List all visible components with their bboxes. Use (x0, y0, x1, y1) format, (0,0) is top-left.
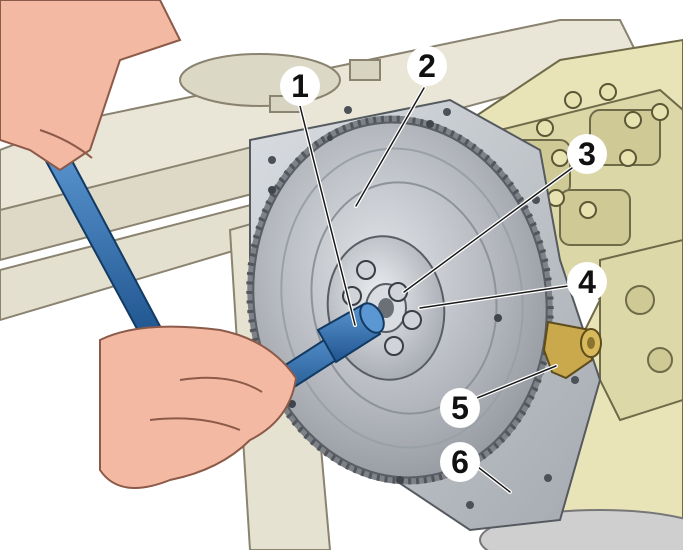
gear-tooth (349, 121, 355, 130)
gear-tooth (316, 443, 323, 452)
gear-tooth (419, 118, 424, 127)
gear-tooth (261, 208, 270, 215)
gear-tooth (357, 119, 362, 128)
gear-tooth (480, 452, 487, 460)
gear-tooth (278, 176, 286, 184)
gear-tooth (509, 423, 517, 431)
upper-hand (0, 0, 182, 172)
gear-tooth (534, 377, 542, 384)
gear-tooth (249, 328, 258, 333)
gear-tooth (463, 138, 470, 147)
gear-tooth (255, 225, 263, 231)
gear-tooth (286, 411, 294, 419)
gear-tooth (527, 393, 535, 400)
gear-tooth (323, 449, 330, 457)
gear-tooth (523, 401, 531, 409)
gear-tooth (248, 252, 257, 258)
gear-tooth (498, 435, 506, 443)
gear-tooth (529, 221, 537, 228)
gear-tooth (364, 117, 370, 126)
gear-tooth (345, 462, 351, 470)
gear-tooth (320, 135, 327, 144)
gear-tooth (384, 475, 388, 483)
gear-tooth (246, 281, 254, 285)
gear-tooth (492, 441, 500, 449)
gear-tooth (514, 416, 522, 424)
gear-tooth (489, 160, 497, 168)
lower-hand (99, 325, 298, 489)
callout-5: 5 (440, 388, 480, 428)
gear-tooth (525, 213, 533, 220)
gear-tooth (392, 476, 396, 484)
gear-tooth (273, 184, 282, 191)
gear-tooth (265, 200, 273, 207)
gear-tooth (501, 174, 509, 182)
callout-3: 3 (567, 134, 607, 174)
gear-tooth (477, 148, 484, 157)
gear-tooth (372, 116, 377, 124)
gear-tooth (538, 248, 547, 254)
gear-tooth (483, 154, 491, 162)
gear-tooth (291, 418, 299, 426)
gear-tooth (521, 204, 529, 211)
gear-tooth (341, 124, 348, 133)
gear-tooth (449, 130, 455, 138)
gear-tooth (368, 471, 373, 480)
gear-tooth (544, 277, 552, 282)
gear-tooth (511, 188, 520, 196)
gear-tooth (380, 115, 385, 124)
gear-tooth (518, 409, 527, 416)
gear-tooth (376, 473, 381, 482)
gear-tooth (530, 385, 539, 392)
callout-2: 2 (407, 46, 447, 86)
gear-tooth (486, 446, 493, 455)
gear-tooth (283, 169, 291, 177)
gear-tooth (423, 476, 428, 484)
gear-tooth (542, 267, 551, 272)
gear-tooth (297, 425, 305, 433)
callout-6: 6 (440, 442, 480, 482)
gear-tooth (250, 243, 259, 249)
gear-tooth (289, 163, 297, 171)
gear-tooth (456, 134, 463, 142)
gear-tooth (495, 167, 503, 175)
gear-tooth (247, 309, 255, 314)
gear-tooth (532, 230, 541, 237)
gear-tooth (360, 468, 366, 477)
gear-tooth (412, 117, 416, 125)
gear-tooth (252, 234, 261, 240)
gear-tooth (535, 239, 544, 245)
gear-tooth (337, 458, 344, 466)
gear-tooth (442, 126, 448, 135)
gear-tooth (248, 318, 256, 323)
gear-tooth (415, 476, 420, 485)
gear-tooth (247, 262, 256, 267)
gear-tooth (246, 271, 255, 276)
gear-tooth (430, 474, 436, 483)
gear-tooth (294, 157, 302, 165)
gear-tooth (313, 140, 320, 148)
gear-tooth (309, 438, 317, 446)
gear-tooth (539, 360, 548, 366)
gear-tooth (258, 216, 266, 223)
gear-tooth (300, 151, 308, 159)
callout-4: 4 (567, 262, 607, 302)
gear-tooth (438, 472, 443, 481)
gear-tooth (546, 315, 554, 319)
gear-tooth (540, 258, 549, 263)
gear-tooth (330, 453, 337, 462)
gear-tooth (470, 143, 477, 151)
gear-tooth (516, 196, 525, 204)
gear-tooth (334, 127, 341, 136)
gear-tooth (506, 181, 514, 189)
gear-tooth (503, 429, 511, 437)
gear-tooth (434, 123, 440, 132)
gear-tooth (352, 465, 358, 474)
gear-tooth (303, 432, 311, 440)
flywheel-stop (542, 320, 602, 380)
callout-1: 1 (280, 66, 320, 106)
